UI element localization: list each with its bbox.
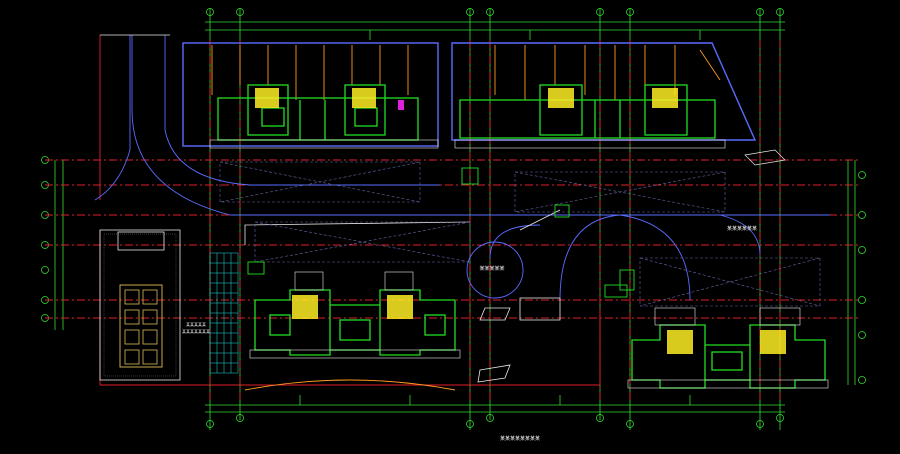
building-bottom-right: [627, 307, 829, 389]
grid-bubbles-bottom: [206, 414, 784, 428]
left-label-1-text: 某某某某某: [186, 321, 206, 327]
building-top-right: [451, 42, 786, 166]
building-bottom-left: [244, 271, 461, 391]
road-edges: [100, 34, 561, 245]
bottom-title-text: 某某某某某某某某: [500, 436, 540, 442]
road-curves: [94, 35, 830, 301]
cyan-grid-strip: [209, 252, 239, 374]
parking-zones: [219, 161, 821, 307]
center-plaza: [466, 241, 561, 383]
center-label-text: 某某某某某: [479, 266, 504, 272]
left-label-2-text: 某某某某某某某: [182, 328, 210, 334]
plaza-left: [99, 229, 181, 381]
right-label-text: 某某某某某某: [727, 226, 757, 232]
grid-bubbles-right: [858, 171, 866, 384]
equipment-details: [247, 167, 635, 298]
grid-bubbles-top: [206, 8, 784, 16]
building-top-left: [182, 42, 439, 149]
